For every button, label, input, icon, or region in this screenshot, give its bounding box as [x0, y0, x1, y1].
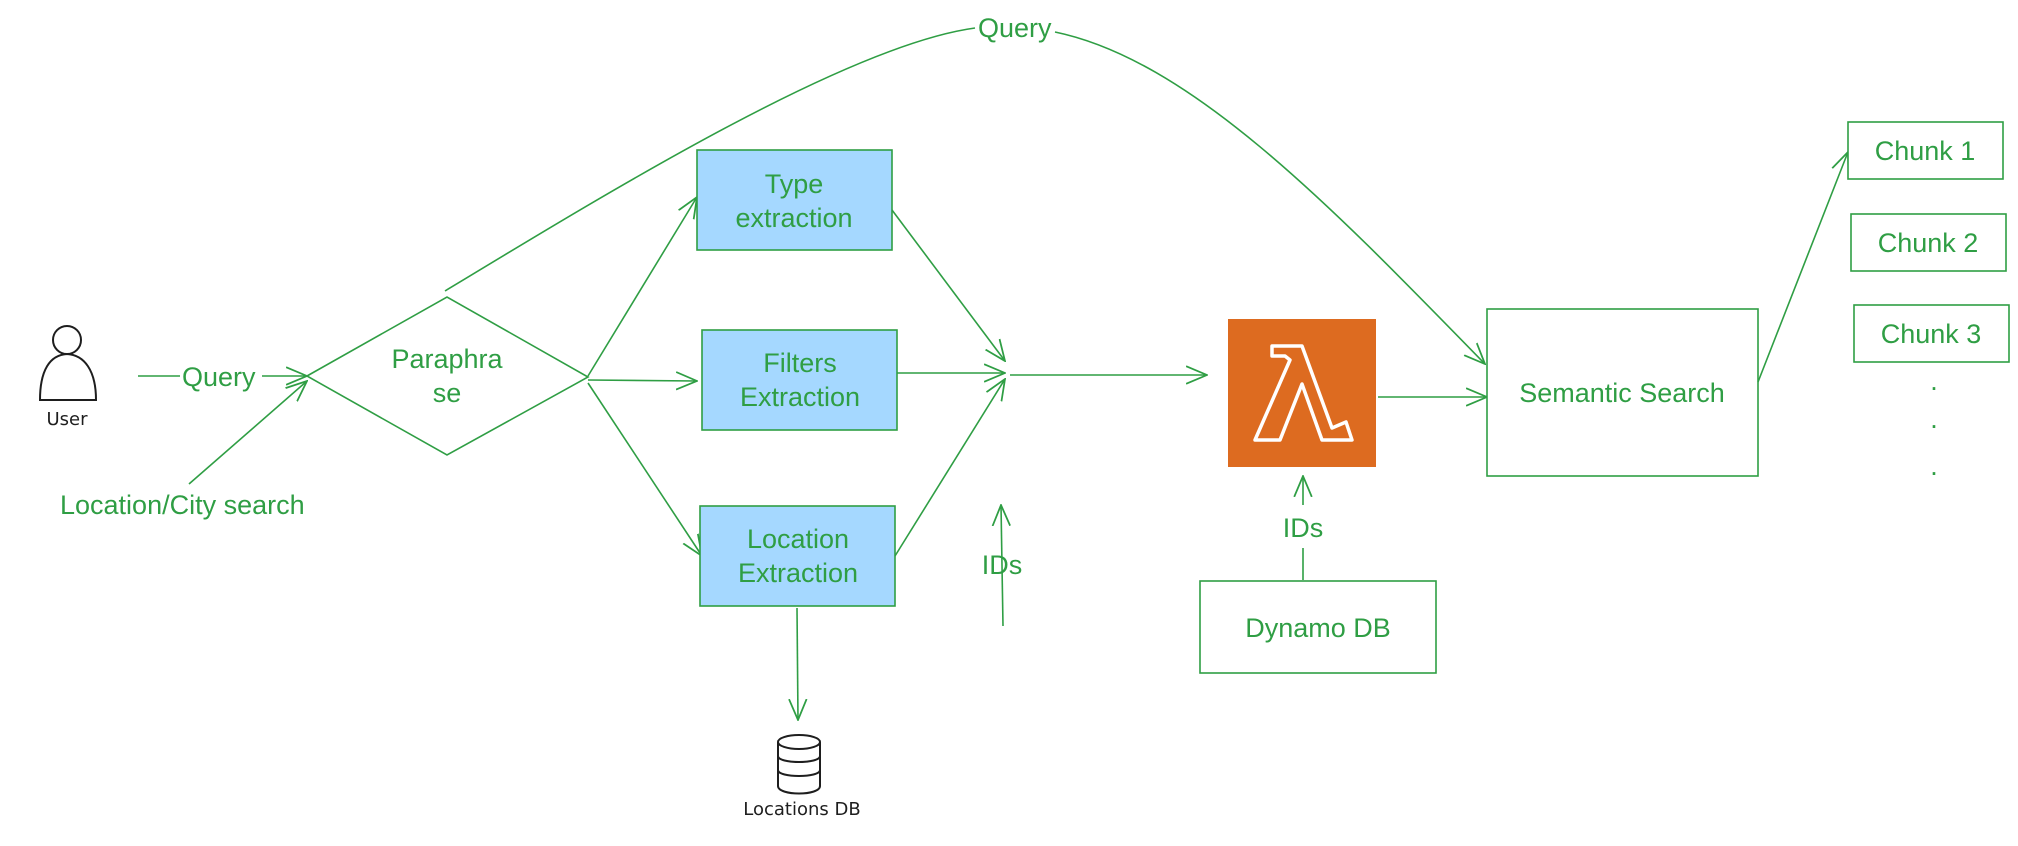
ellipsis-dot-1: ·	[1930, 372, 1939, 402]
ids-middle-label: IDs	[982, 550, 1023, 580]
chunk-1-node	[1847, 121, 2004, 180]
paraphrase-to-type-edge	[587, 197, 697, 377]
user-icon	[38, 325, 98, 401]
ellipsis-dot-3: ·	[1930, 457, 1939, 487]
dynamo-db-node	[1199, 580, 1437, 674]
filters-extraction-line1: Filters	[763, 348, 837, 378]
top-query-edge-left	[444, 27, 976, 292]
chunk-2-node	[1850, 213, 2007, 272]
ids-middle-edge	[1001, 505, 1003, 627]
top-query-label: Query	[978, 13, 1052, 43]
chunk-3-node	[1853, 304, 2010, 363]
paraphrase-label-line2: se	[433, 378, 462, 408]
top-query-edge-right	[1054, 31, 1485, 364]
filters-extraction-line2: Extraction	[740, 382, 860, 412]
semantic-search-label: Semantic Search	[1519, 378, 1725, 408]
type-extraction-line1: Type	[765, 169, 824, 199]
location-city-search-label: Location/City search	[60, 490, 305, 520]
paraphrase-to-filters-edge	[587, 380, 697, 381]
chunk-2-label: Chunk 2	[1878, 228, 1979, 258]
type-to-merge-edge	[891, 209, 1005, 361]
query-input-label: Query	[182, 362, 256, 392]
location-extraction-node	[699, 505, 896, 607]
semantic-to-chunk1-edge	[1757, 152, 1848, 383]
location-extraction-line1: Location	[747, 524, 849, 554]
chunk-1-label: Chunk 1	[1875, 136, 1976, 166]
type-extraction-line2: extraction	[735, 203, 852, 233]
location-extraction-line2: Extraction	[738, 558, 858, 588]
user-label: User	[46, 409, 88, 430]
location-to-db-edge	[797, 607, 798, 720]
ellipsis-dot-2: ·	[1930, 410, 1939, 440]
type-extraction-node	[696, 149, 893, 251]
locations-db-label: Locations DB	[743, 799, 860, 820]
chunk-3-label: Chunk 3	[1881, 319, 1982, 349]
aws-lambda-icon	[1228, 319, 1376, 467]
ids-dynamo-label: IDs	[1283, 513, 1324, 543]
location-to-merge-edge	[894, 379, 1005, 557]
paraphrase-to-location-edge	[587, 382, 702, 556]
paraphrase-node	[305, 296, 590, 456]
filters-extraction-node	[701, 329, 898, 431]
location-search-to-paraphrase-edge	[188, 381, 307, 485]
paraphrase-label-line1: Paraphra	[391, 344, 503, 374]
dynamo-db-label: Dynamo DB	[1245, 613, 1391, 643]
semantic-search-node	[1486, 308, 1759, 477]
database-icon	[777, 734, 821, 795]
